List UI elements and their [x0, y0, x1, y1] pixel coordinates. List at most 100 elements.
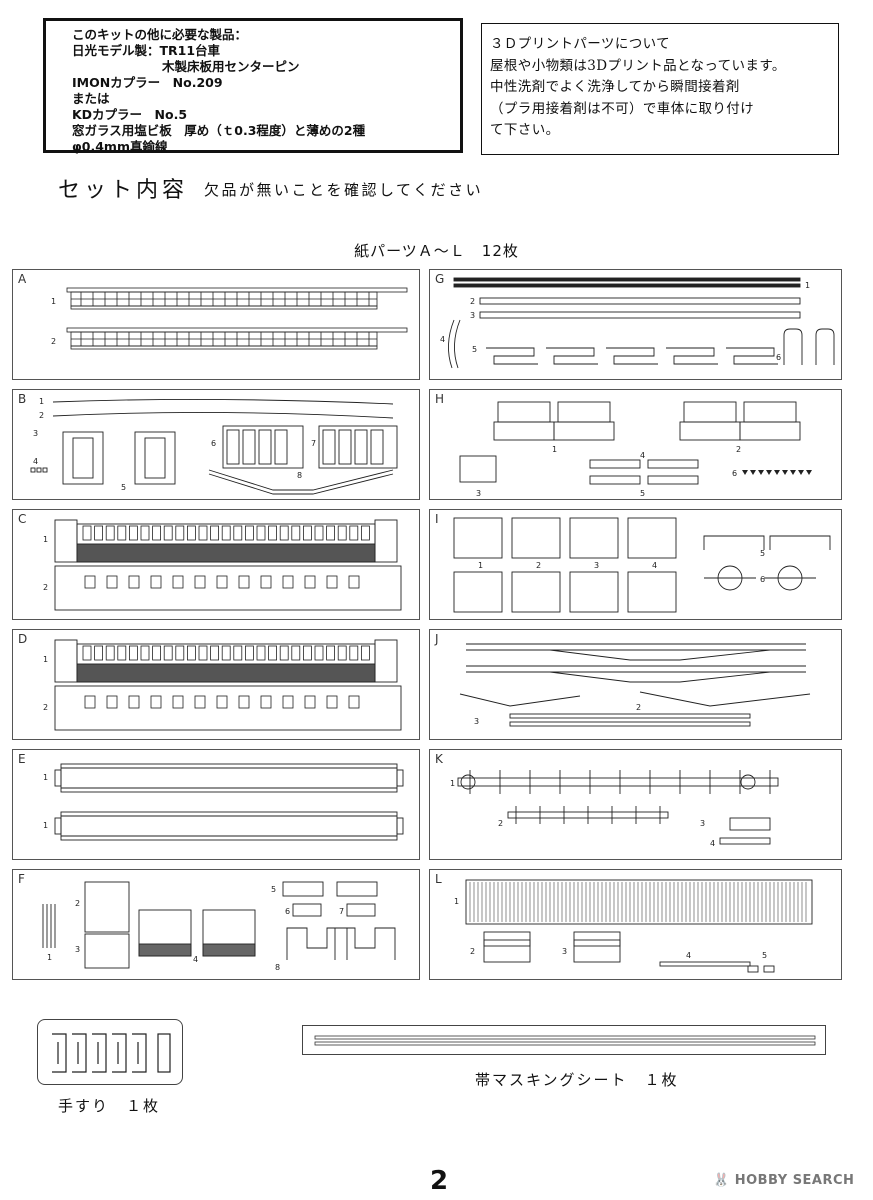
sheet-letter: F: [18, 872, 25, 886]
svg-text:1: 1: [43, 821, 48, 830]
drawing-detail: [291, 645, 301, 661]
drawing-detail: [198, 525, 208, 541]
drawing-detail: [326, 525, 336, 541]
drawing-detail: [244, 645, 254, 661]
sheet-letter: C: [18, 512, 27, 526]
drawing-detail: [216, 575, 228, 589]
svg-text:1: 1: [450, 779, 455, 788]
svg-text:2: 2: [498, 819, 503, 828]
drawing-detail: [175, 645, 185, 661]
drawing-detail: [260, 575, 272, 589]
drawing-detail: [152, 645, 162, 661]
drawing-detail: [304, 575, 316, 589]
set-contents-title: セット内容: [58, 178, 189, 203]
svg-text:7: 7: [339, 907, 344, 916]
masking-sheet-drawing: [314, 1035, 816, 1046]
required-item-line: このキットの他に必要な製品：: [72, 27, 248, 42]
svg-text:1: 1: [43, 773, 48, 782]
svg-text:5: 5: [472, 345, 477, 354]
drawing-detail: [774, 470, 780, 475]
drawing-detail: [326, 695, 338, 709]
drawing-detail: [326, 645, 336, 661]
drawing-detail: [360, 525, 370, 541]
required-item-line: φ0.4mm真鍮線: [72, 139, 168, 154]
drawing-detail: [128, 695, 140, 709]
masking-sheet-label: 帯マスキングシート １枚: [475, 1071, 679, 1089]
drawing-detail: [360, 645, 370, 661]
drawing-detail: [337, 645, 347, 661]
note-line: （プラ用接着剤は不可）で車体に取り付け: [490, 100, 755, 117]
sheet-g-drawing: 1 23 45 6: [440, 277, 835, 369]
required-item-line: または: [72, 91, 110, 106]
drawing-detail: [806, 470, 812, 475]
svg-text:3: 3: [75, 945, 80, 954]
svg-text:2: 2: [51, 337, 56, 346]
required-item-line: IMONカプラー No.209: [72, 75, 223, 90]
svg-text:2: 2: [43, 583, 48, 592]
drawing-detail: [129, 525, 138, 541]
sheet-letter: L: [435, 872, 442, 886]
drawing-detail: [279, 525, 289, 541]
svg-text:3: 3: [700, 819, 705, 828]
drawing-detail: [163, 645, 173, 661]
drawing-detail: [256, 645, 266, 661]
drawing-detail: [326, 575, 338, 589]
svg-text:8: 8: [297, 471, 302, 480]
note-line: ３Ｄプリントパーツについて: [490, 36, 671, 52]
required-items-box: このキットの他に必要な製品： 日光モデル製：TR11台車 木製床板用センターピン…: [43, 18, 463, 154]
sheet-letter: K: [435, 752, 443, 766]
drawing-detail: [210, 645, 220, 661]
drawing-detail: [194, 695, 206, 709]
paper-parts-title: 紙パーツＡ～Ｌ 12枚: [354, 242, 519, 260]
drawing-detail: [129, 645, 138, 661]
masking-sheet: [302, 1025, 826, 1055]
drawing-detail: [233, 525, 243, 541]
svg-text:5: 5: [760, 549, 765, 558]
drawing-detail: [282, 575, 294, 589]
svg-text:5: 5: [271, 885, 276, 894]
page-number: 2: [430, 1166, 449, 1196]
svg-text:3: 3: [33, 429, 38, 438]
svg-text:5: 5: [762, 951, 767, 960]
sheet-c-drawing: 12: [43, 519, 402, 611]
handrail-label: 手すり １枚: [58, 1097, 161, 1115]
sheet-d-drawing: 12: [43, 639, 402, 731]
svg-text:2: 2: [43, 703, 48, 712]
svg-text:3: 3: [474, 717, 479, 726]
drawing-detail: [163, 525, 173, 541]
drawing-detail: [117, 645, 127, 661]
svg-text:4: 4: [710, 839, 715, 848]
drawing-detail: [233, 645, 243, 661]
required-item-line: 日光モデル製：TR11台車: [72, 43, 221, 58]
svg-text:1: 1: [454, 897, 459, 906]
drawing-detail: [238, 575, 250, 589]
drawing-detail: [782, 470, 788, 475]
drawing-detail: [337, 525, 347, 541]
drawing-detail: [244, 525, 254, 541]
svg-text:7: 7: [311, 439, 316, 448]
drawing-detail: [742, 470, 748, 475]
drawing-detail: [238, 695, 250, 709]
drawing-detail: [198, 645, 208, 661]
svg-text:3: 3: [562, 947, 567, 956]
drawing-detail: [186, 645, 196, 661]
drawing-detail: [117, 525, 127, 541]
drawing-detail: [172, 695, 184, 709]
sheet-letter: G: [435, 272, 445, 286]
sheet-letter: J: [435, 632, 439, 646]
drawing-detail: [314, 645, 324, 661]
drawing-detail: [106, 695, 118, 709]
svg-text:2: 2: [75, 899, 80, 908]
sheet-letter: A: [18, 272, 27, 286]
required-item-line: 木製床板用センターピン: [162, 59, 300, 74]
svg-text:1: 1: [805, 281, 810, 290]
note-line: 屋根や小物類は3Dプリント品となっています。: [490, 57, 786, 74]
